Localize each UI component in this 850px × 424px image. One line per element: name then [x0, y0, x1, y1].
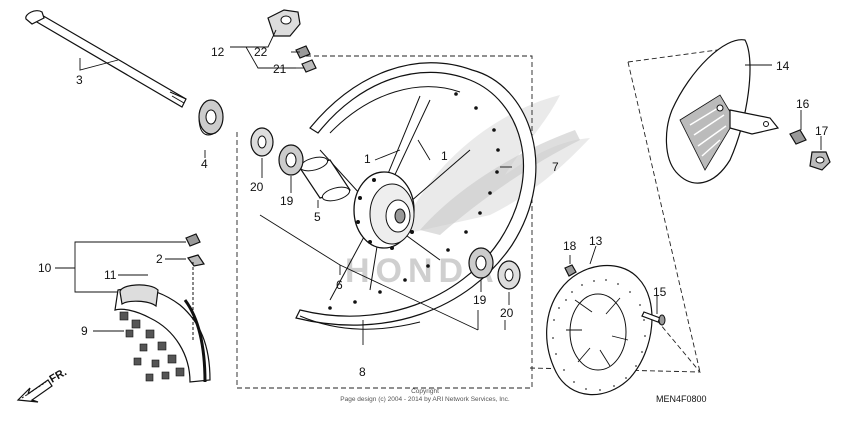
callout-22: 22	[254, 45, 268, 59]
callout-15: 15	[653, 285, 667, 299]
callout-14: 14	[776, 59, 790, 73]
callout-6: 6	[336, 278, 343, 292]
callout-1-right: 1	[441, 149, 448, 163]
brake-disc	[546, 265, 653, 396]
copyright-line-2: Page design (c) 2004 - 2014 by ARI Netwo…	[340, 396, 510, 403]
callout-11: 11	[104, 268, 117, 282]
leader-lines	[55, 29, 822, 345]
callout-20-right: 20	[500, 306, 514, 320]
diagram-code: MEN4F0800	[656, 394, 707, 404]
disc-nut	[564, 264, 577, 277]
hub	[353, 171, 415, 250]
front-direction-label: FR.	[48, 366, 69, 385]
callout-5: 5	[314, 210, 321, 224]
tire	[114, 233, 211, 383]
callout-7: 7	[552, 160, 559, 174]
callout-13: 13	[589, 234, 603, 248]
callout-19-right: 19	[473, 293, 487, 307]
rim	[295, 62, 537, 330]
cover-bolt	[789, 129, 807, 145]
callout-19-left: 19	[280, 194, 294, 208]
rim-lock-parts	[267, 9, 317, 73]
bearings-right	[468, 247, 521, 290]
callout-17: 17	[815, 124, 829, 138]
callout-20-left: 20	[250, 180, 264, 194]
disc-cover	[665, 39, 780, 184]
axle-collar	[198, 99, 224, 136]
spokes	[319, 95, 471, 301]
axle	[25, 10, 187, 108]
callout-12: 12	[211, 45, 225, 59]
assembly-box	[236, 55, 533, 389]
distance-collar	[299, 156, 351, 202]
callout-4: 4	[201, 157, 208, 171]
callout-10: 10	[38, 261, 52, 275]
copyright-line-1: Copyright	[411, 388, 439, 395]
callouts: 3 4 12 22 21 20 19 5 1 1 7 6 8 19 20 14 …	[38, 45, 829, 379]
callout-3: 3	[76, 73, 83, 87]
cover-nut	[809, 151, 831, 171]
callout-18: 18	[563, 239, 577, 253]
bearings-left	[250, 127, 304, 176]
callout-1-left: 1	[364, 152, 371, 166]
callout-8: 8	[359, 365, 366, 379]
disc-bolt	[641, 311, 666, 326]
callout-2: 2	[156, 252, 163, 266]
front-direction-indicator: FR.	[16, 366, 69, 403]
callout-9: 9	[81, 324, 88, 338]
callout-16: 16	[796, 97, 810, 111]
callout-21: 21	[273, 62, 287, 76]
